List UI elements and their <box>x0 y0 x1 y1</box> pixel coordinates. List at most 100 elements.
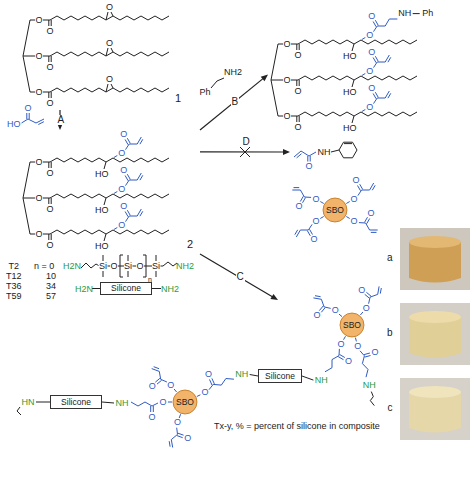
bond-line <box>178 433 184 435</box>
atom-label: O <box>201 388 208 397</box>
core-label: SBO <box>343 321 361 330</box>
core-label: SBO <box>176 398 194 407</box>
reagent-letter: D <box>242 137 251 147</box>
atom-label: NH2 <box>161 285 179 294</box>
bond-line <box>367 219 370 224</box>
bond-line <box>104 198 106 205</box>
reaction-arrow <box>200 254 278 300</box>
bond-line <box>370 286 379 297</box>
sample-top <box>409 311 461 323</box>
bond-line <box>111 12 113 16</box>
bond-line <box>140 211 143 216</box>
atom-label: O <box>47 27 54 36</box>
atom-label: O <box>36 194 43 203</box>
bond-line <box>298 76 417 80</box>
atom-label: Si <box>152 262 160 271</box>
bond-line <box>114 156 117 158</box>
atom-label: O <box>354 342 361 351</box>
sbo-circle <box>173 390 197 414</box>
atom-label: O <box>366 31 373 40</box>
atom-label: O <box>149 382 156 391</box>
bond-line <box>106 12 108 20</box>
atom-label: O <box>167 381 174 390</box>
bond-line <box>50 158 169 162</box>
atom-label: O <box>295 202 302 211</box>
bond-line <box>212 378 215 384</box>
bond-line <box>17 407 21 415</box>
silicone-box: Silicone <box>258 369 302 383</box>
atom-label: n = 0 <box>34 262 54 271</box>
sample-top <box>409 386 461 398</box>
bond-line <box>321 308 325 313</box>
bond-line <box>339 314 342 317</box>
bond-line <box>366 223 378 230</box>
bond-line <box>48 20 49 26</box>
bond-line <box>365 356 371 358</box>
bond-line <box>320 217 323 219</box>
bond-line <box>48 162 49 168</box>
bond-line <box>128 271 129 277</box>
bond-line <box>129 173 141 180</box>
sample-top <box>409 236 461 248</box>
arrow-shaft <box>200 151 284 152</box>
atom-label: O <box>368 48 375 57</box>
atom-label: O <box>36 16 43 25</box>
panel-letter: b <box>387 328 393 338</box>
bond-line <box>48 234 49 240</box>
bond-line <box>146 255 147 277</box>
bond-line <box>360 351 364 356</box>
bond-line <box>370 392 374 406</box>
atom-label: HO <box>7 120 21 129</box>
bond-line <box>104 162 106 169</box>
bond-line <box>152 288 161 289</box>
atom-label: O <box>295 87 302 96</box>
bond-line <box>140 175 143 180</box>
bond-line <box>300 196 303 201</box>
bond-line <box>371 232 377 233</box>
atom-label: T12 <box>6 272 22 281</box>
bond-line <box>360 312 363 315</box>
atom-label: O <box>160 398 167 407</box>
bond-line <box>114 192 117 194</box>
bond-line <box>103 255 104 261</box>
bond-line <box>128 255 129 261</box>
bond-line <box>156 271 157 277</box>
compound-label: 1 <box>175 93 181 104</box>
bond-line <box>51 234 52 240</box>
bond-line <box>296 80 297 86</box>
bond-line <box>413 13 420 14</box>
bond-line <box>127 138 130 143</box>
bond-line <box>360 184 363 189</box>
atom-label: O <box>47 241 54 250</box>
bond-line <box>174 389 177 392</box>
atom-label: T2 <box>9 262 20 271</box>
bond-line <box>51 198 52 204</box>
compound: 1 <box>8 2 185 110</box>
bond-line <box>155 378 160 382</box>
bond-line <box>299 116 300 122</box>
atom-label: HO <box>343 52 357 61</box>
bond-line <box>302 376 313 380</box>
bond-line <box>153 406 154 412</box>
bond-line <box>143 277 146 278</box>
bond-line <box>296 116 297 122</box>
atom-label: O <box>120 166 127 175</box>
bond-line <box>308 224 312 230</box>
atom-label: T59 <box>6 292 22 301</box>
reaction-arrow <box>200 75 268 130</box>
atom-label: O <box>366 103 373 112</box>
atom-label: O <box>118 149 125 158</box>
bond-line <box>30 162 35 163</box>
bond-line <box>373 94 376 99</box>
atom-label: O <box>368 209 375 218</box>
bond-line <box>295 230 298 235</box>
atom-label: Si <box>99 262 107 271</box>
bond-line <box>30 20 35 21</box>
compound-label: 2 <box>187 239 193 250</box>
atom-label: O <box>310 235 317 244</box>
bond-line <box>152 403 158 406</box>
caption-note: Tx-y, % = percent of silicone in composi… <box>214 422 380 431</box>
network: Tx-y, % = percent of silicone in composi… <box>5 300 395 455</box>
atom-label: O <box>106 3 113 12</box>
atom-label: O <box>118 221 125 230</box>
